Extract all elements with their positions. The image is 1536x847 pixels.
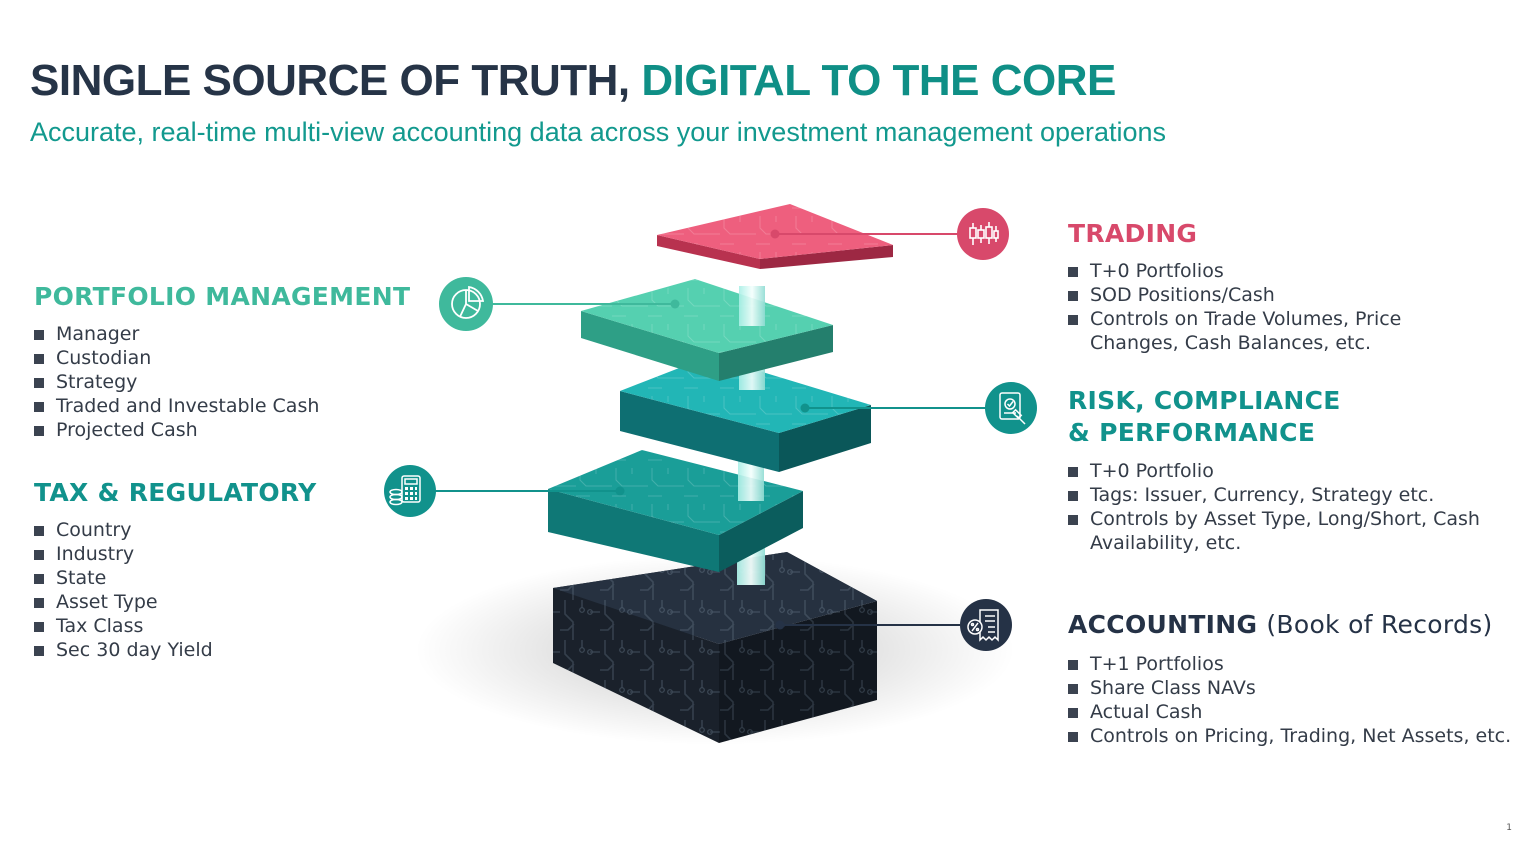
title-part-1: SINGLE SOURCE OF TRUTH, (30, 56, 630, 105)
candlestick-icon (957, 208, 1009, 260)
list-item: Strategy (34, 370, 319, 394)
list-item: Tags: Issuer, Currency, Strategy etc. (1068, 483, 1508, 507)
page-subtitle: Accurate, real-time multi-view accountin… (30, 117, 1167, 147)
connector-accounting (775, 620, 960, 630)
list-item: Projected Cash (34, 418, 319, 442)
accounting-heading-paren: (Book of Records) (1266, 610, 1493, 639)
accounting-layer (553, 552, 877, 743)
trading-heading: TRADING (1068, 219, 1198, 248)
list-item: Asset Type (34, 590, 213, 614)
list-item: Controls by Asset Type, Long/Short, Cash… (1068, 507, 1508, 555)
compliance-document-gavel-icon (985, 382, 1037, 434)
list-item: Controls on Trade Volumes, Price Changes… (1068, 307, 1488, 355)
accounting-heading: ACCOUNTING (Book of Records) (1068, 610, 1493, 639)
risk-layer (620, 356, 871, 472)
list-item: Tax Class (34, 614, 213, 638)
tax-regulatory-layer (548, 450, 803, 572)
percent-receipt-icon (960, 599, 1012, 651)
list-item: T+1 Portfolios (1068, 652, 1518, 676)
trading-list: T+0 Portfolios SOD Positions/Cash Contro… (1068, 259, 1488, 355)
list-item: SOD Positions/Cash (1068, 283, 1488, 307)
list-item: Actual Cash (1068, 700, 1518, 724)
tax-regulatory-heading: TAX & REGULATORY (34, 478, 317, 507)
risk-heading-line-2: & PERFORMANCE (1068, 418, 1316, 447)
connector-trading (770, 229, 958, 239)
portfolio-management-heading: PORTFOLIO MANAGEMENT (34, 282, 411, 311)
list-item: State (34, 566, 213, 590)
list-item: Country (34, 518, 213, 542)
risk-list: T+0 Portfolio Tags: Issuer, Currency, St… (1068, 459, 1508, 555)
connector-risk (800, 403, 986, 413)
portfolio-management-layer (581, 279, 833, 381)
list-item: T+0 Portfolios (1068, 259, 1488, 283)
connector-tax (435, 486, 625, 496)
accounting-list: T+1 Portfolios Share Class NAVs Actual C… (1068, 652, 1518, 748)
data-beam (739, 286, 765, 326)
calculator-coins-icon (384, 465, 436, 517)
page-number: 1 (1506, 823, 1512, 833)
title-part-2: DIGITAL TO THE CORE (641, 56, 1116, 105)
risk-heading-line-1: RISK, COMPLIANCE (1068, 386, 1341, 415)
list-item: Controls on Pricing, Trading, Net Assets… (1068, 724, 1518, 748)
list-item: T+0 Portfolio (1068, 459, 1508, 483)
portfolio-management-list: Manager Custodian Strategy Traded and In… (34, 322, 319, 442)
list-item: Share Class NAVs (1068, 676, 1518, 700)
list-item: Custodian (34, 346, 319, 370)
list-item: Sec 30 day Yield (34, 638, 213, 662)
list-item: Manager (34, 322, 319, 346)
tax-regulatory-list: Country Industry State Asset Type Tax Cl… (34, 518, 213, 662)
list-item: Industry (34, 542, 213, 566)
risk-compliance-heading: RISK, COMPLIANCE & PERFORMANCE (1068, 385, 1341, 449)
list-item: Traded and Investable Cash (34, 394, 319, 418)
page-title: SINGLE SOURCE OF TRUTH, DIGITAL TO THE C… (30, 56, 1116, 106)
accounting-heading-main: ACCOUNTING (1068, 610, 1258, 639)
connector-portfolio (491, 299, 680, 309)
pie-chart-icon (439, 277, 493, 331)
